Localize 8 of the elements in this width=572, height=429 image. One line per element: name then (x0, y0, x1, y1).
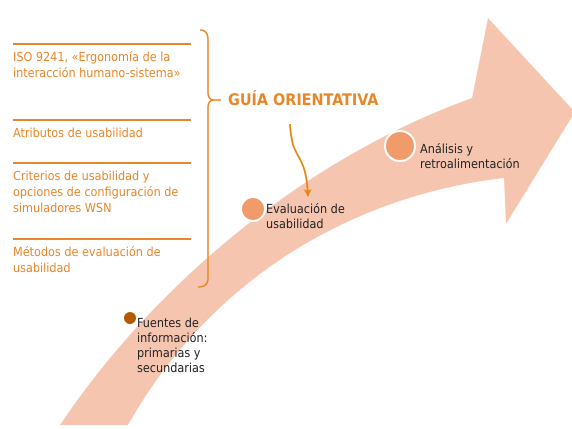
list-item-text: Atributos de usabilidad (13, 125, 143, 140)
list-item-text: Criterios de usabilidad y opciones de configuración de simuladores WSN (13, 168, 178, 215)
arrow (289, 124, 312, 197)
list-item-text: ISO 9241, «Ergonomía de la interacción humano-sistema» (13, 49, 180, 80)
list-item-text: Métodos de evaluación de usabilidad (13, 244, 161, 275)
heading: GUÍA ORIENTATIVA (228, 90, 378, 109)
step-label: Fuentes de información: primarias y secundarias (137, 315, 208, 375)
step-label: Evaluación de usabilidad (266, 201, 346, 231)
